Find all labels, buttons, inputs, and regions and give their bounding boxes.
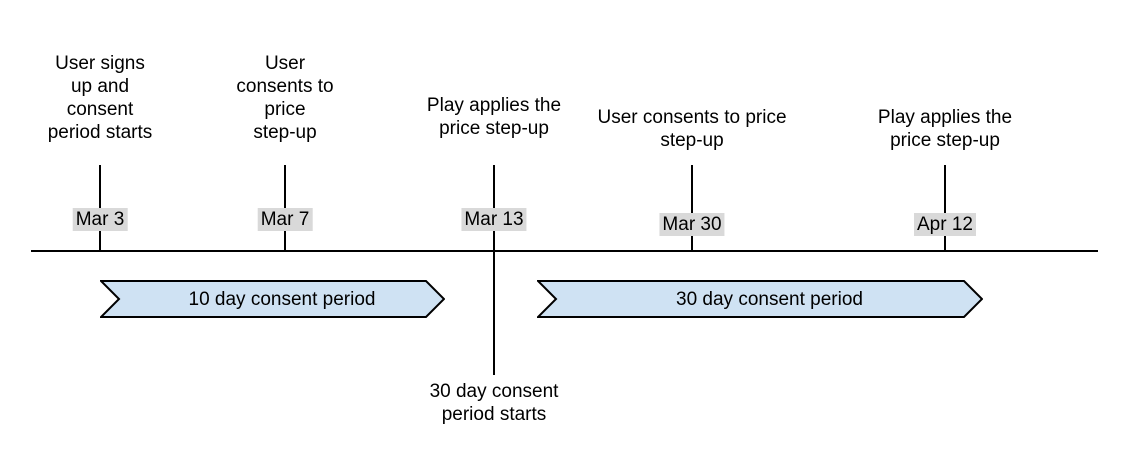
event-label-user-consents-1: User consents to price step-up — [236, 53, 334, 143]
event-tick-mar-13 — [493, 165, 495, 375]
period-banner-30-day: 30 day consent period — [537, 280, 983, 318]
event-label-play-applies-2: Play applies the price step-up — [877, 107, 1013, 151]
event-label-play-applies-1: Play applies the price step-up — [426, 95, 562, 139]
event-tick-apr-12 — [944, 165, 946, 250]
event-tick-mar-30 — [691, 165, 693, 250]
date-chip-mar-7: Mar 7 — [257, 208, 313, 231]
period-banner-10-day: 10 day consent period — [100, 280, 445, 318]
period-banner-30-day-label: 30 day consent period — [676, 288, 863, 310]
period-banner-10-day-label: 10 day consent period — [188, 288, 376, 310]
note-30-day-period-starts: 30 day consent period starts — [429, 381, 559, 425]
chevron-ribbon-shape — [100, 280, 445, 318]
date-chip-mar-3: Mar 3 — [72, 208, 128, 231]
date-chip-apr-12: Apr 12 — [914, 213, 976, 236]
event-label-user-consents-2: User consents to price step-up — [597, 107, 787, 151]
timeline-axis — [31, 250, 1098, 252]
date-chip-mar-13: Mar 13 — [461, 208, 527, 231]
event-tick-mar-3 — [99, 165, 101, 250]
event-label-user-signs-up: User signs up and consent period starts — [47, 53, 153, 143]
chevron-ribbon-polygon — [100, 280, 445, 318]
chevron-ribbon-polygon — [537, 280, 983, 318]
chevron-ribbon-shape — [537, 280, 983, 318]
date-chip-mar-30: Mar 30 — [659, 213, 725, 236]
event-tick-mar-7 — [284, 165, 286, 250]
